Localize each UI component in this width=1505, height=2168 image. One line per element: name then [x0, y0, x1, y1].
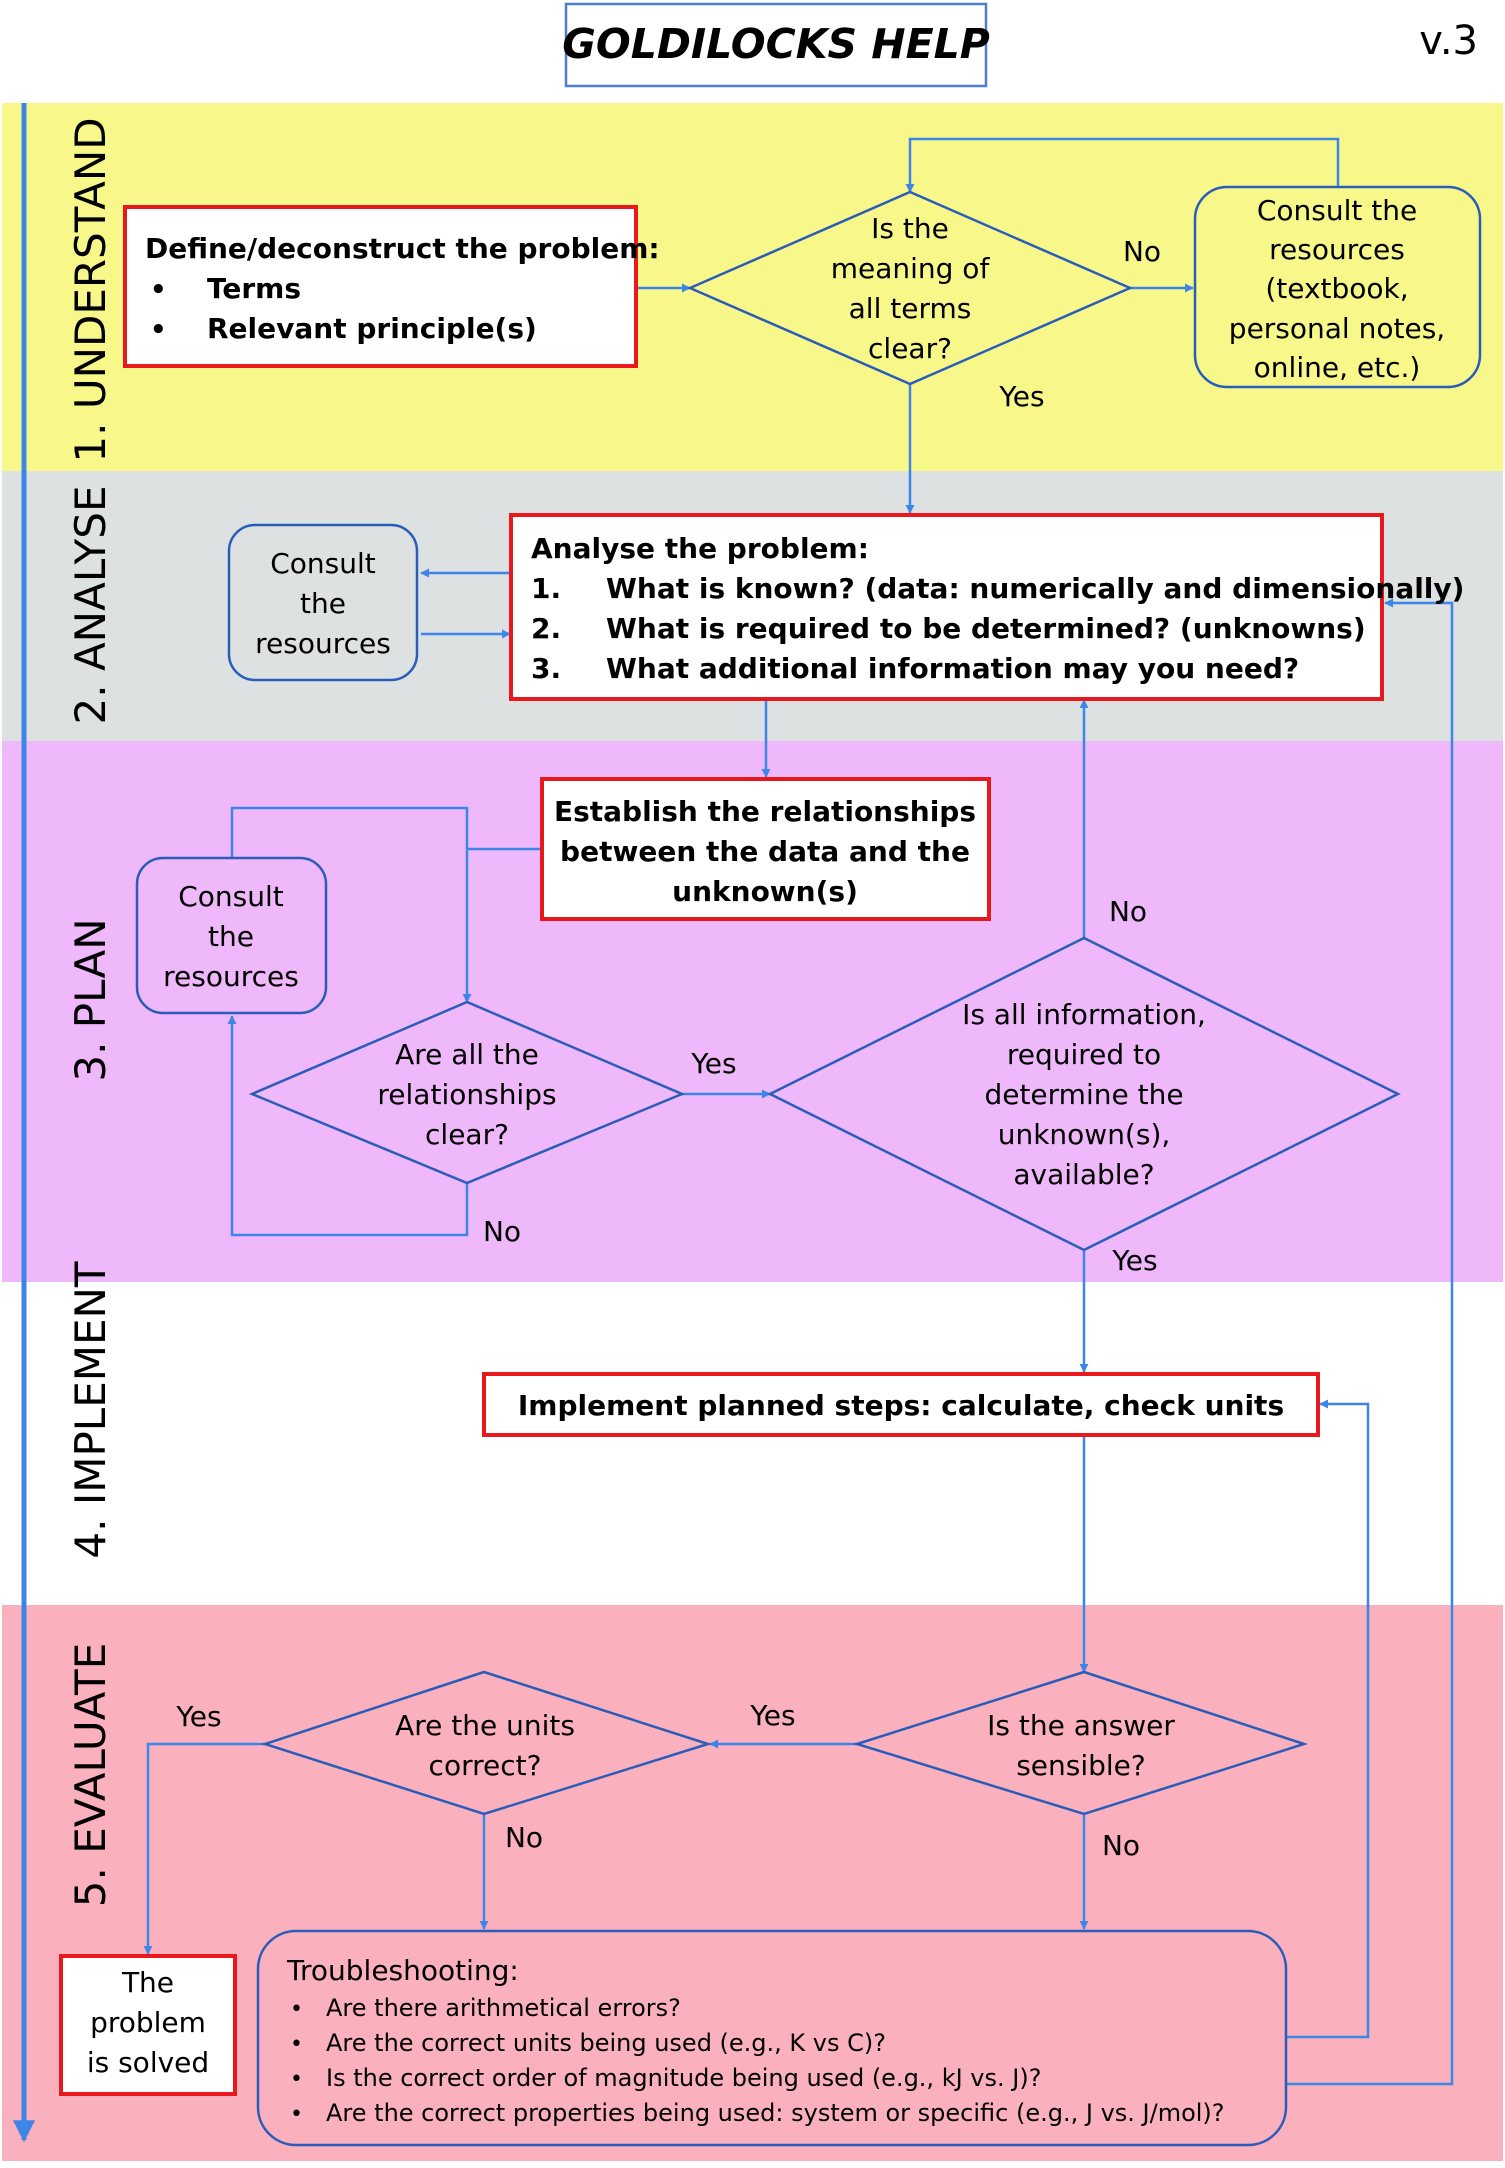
consult-line: the: [300, 587, 346, 620]
terms-clear-decision: [686, 190, 1134, 386]
analyse-item-number: 2.: [531, 612, 561, 645]
stage-label-plan: 3. PLAN: [66, 918, 115, 1081]
terms-question-line: all terms: [849, 292, 972, 325]
consult-resources-box-plan: [135, 856, 328, 1015]
version-label: v.3: [1419, 18, 1478, 64]
page-title: GOLDILOCKS HELP: [562, 20, 990, 68]
troubleshooting-bullet: •: [290, 2102, 303, 2127]
relationships-question-line: relationships: [377, 1078, 556, 1111]
terms-question-line: Is the: [871, 212, 949, 245]
stage-label-analyse: 2. ANALYSE: [66, 486, 115, 725]
units-question-line: correct?: [429, 1749, 542, 1782]
terms-question-line: meaning of: [831, 252, 991, 285]
sensible-question-line: Is the answer: [987, 1709, 1175, 1742]
info-question-line: required to: [1007, 1038, 1161, 1071]
title-box: [564, 2, 988, 88]
relationships-question-line: clear?: [425, 1118, 509, 1151]
analyse-problem-box: [509, 513, 1384, 701]
define-item-terms: Terms: [207, 272, 301, 305]
stage-label-implement: 4. IMPLEMENT: [66, 1261, 115, 1559]
terms-yes-label: Yes: [998, 380, 1044, 413]
consult-line: resources: [163, 960, 299, 993]
analyse-item-required: What is required to be determined? (unkn…: [606, 612, 1366, 645]
consult-line: the: [208, 920, 254, 953]
establish-relationships-box: [540, 777, 991, 921]
units-question-line: Are the units: [395, 1709, 575, 1742]
relationships-yes-label: Yes: [690, 1047, 736, 1080]
connectors: [143, 137, 1454, 2086]
consult-line: personal notes,: [1229, 312, 1445, 345]
analyse-item-known: What is known? (data: numerically and di…: [606, 572, 1464, 605]
info-question-line: determine the: [984, 1078, 1183, 1111]
units-correct-decision: [260, 1670, 713, 1816]
implement-steps-box: [482, 1372, 1320, 1437]
band-implement: [2, 1282, 1503, 1605]
solved-line: problem: [90, 2006, 206, 2039]
define-problem-box: [123, 205, 638, 368]
info-question-line: available?: [1013, 1158, 1154, 1191]
band-evaluate: [2, 1605, 1503, 2161]
analyse-title: Analyse the problem:: [531, 532, 869, 565]
consult-line: Consult: [178, 880, 284, 913]
implement-steps-text: Implement planned steps: calculate, chec…: [518, 1389, 1284, 1422]
info-available-decision: [767, 936, 1401, 1252]
define-bullet: •: [150, 275, 167, 305]
consult-line: online, etc.): [1254, 351, 1421, 384]
terms-no-label: No: [1123, 235, 1161, 268]
sensible-yes-label: Yes: [749, 1699, 795, 1732]
consult-line: Consult the: [1257, 194, 1417, 227]
troubleshooting-bullet: •: [290, 1997, 303, 2022]
relationships-clear-decision: [248, 1000, 686, 1185]
consult-line: resources: [1269, 233, 1405, 266]
consult-resources-box-analyse: [227, 523, 419, 682]
troubleshooting-bullet: •: [290, 2032, 303, 2057]
establish-line: between the data and the: [560, 835, 970, 868]
relationships-question-line: Are all the: [395, 1038, 539, 1071]
units-no-label: No: [505, 1821, 543, 1854]
solved-line: is solved: [87, 2046, 209, 2079]
info-question-line: Is all information,: [962, 998, 1206, 1031]
consult-line: Consult: [270, 547, 376, 580]
info-question-line: unknown(s),: [998, 1118, 1171, 1151]
sensible-no-label: No: [1102, 1829, 1140, 1862]
troubleshooting-item: Is the correct order of magnitude being …: [326, 2064, 1041, 2092]
analyse-item-number: 1.: [531, 572, 561, 605]
answer-sensible-decision: [852, 1670, 1309, 1816]
define-bullet: •: [150, 315, 167, 345]
troubleshooting-item: Are the correct units being used (e.g., …: [326, 2029, 886, 2057]
terms-question-line: clear?: [868, 332, 952, 365]
relationships-no-label: No: [483, 1215, 521, 1248]
establish-line: unknown(s): [672, 875, 858, 908]
units-yes-label: Yes: [175, 1700, 221, 1733]
troubleshooting-bullet: •: [290, 2067, 303, 2092]
stage-label-understand: 1. UNDERSTAND: [66, 117, 115, 462]
troubleshooting-item: Are the correct properties being used: s…: [326, 2099, 1225, 2127]
problem-solved-box: [59, 1954, 237, 2096]
analyse-item-number: 3.: [531, 652, 561, 685]
consult-resources-box-understand: [1193, 185, 1482, 389]
establish-line: Establish the relationships: [554, 795, 976, 828]
consult-line: (textbook,: [1265, 272, 1408, 305]
define-problem-title: Define/deconstruct the problem:: [145, 232, 660, 265]
analyse-item-additional: What additional information may you need…: [606, 652, 1299, 685]
consult-line: resources: [255, 627, 391, 660]
info-yes-label: Yes: [1111, 1244, 1157, 1277]
solved-line: The: [121, 1966, 174, 1999]
troubleshooting-item: Are there arithmetical errors?: [326, 1994, 681, 2022]
define-item-principles: Relevant principle(s): [207, 312, 537, 345]
info-no-label: No: [1109, 895, 1147, 928]
sensible-question-line: sensible?: [1016, 1749, 1146, 1782]
stage-label-evaluate: 5. EVALUATE: [66, 1643, 115, 1907]
troubleshooting-title: Troubleshooting:: [286, 1954, 519, 1987]
troubleshooting-box: [256, 1929, 1288, 2147]
